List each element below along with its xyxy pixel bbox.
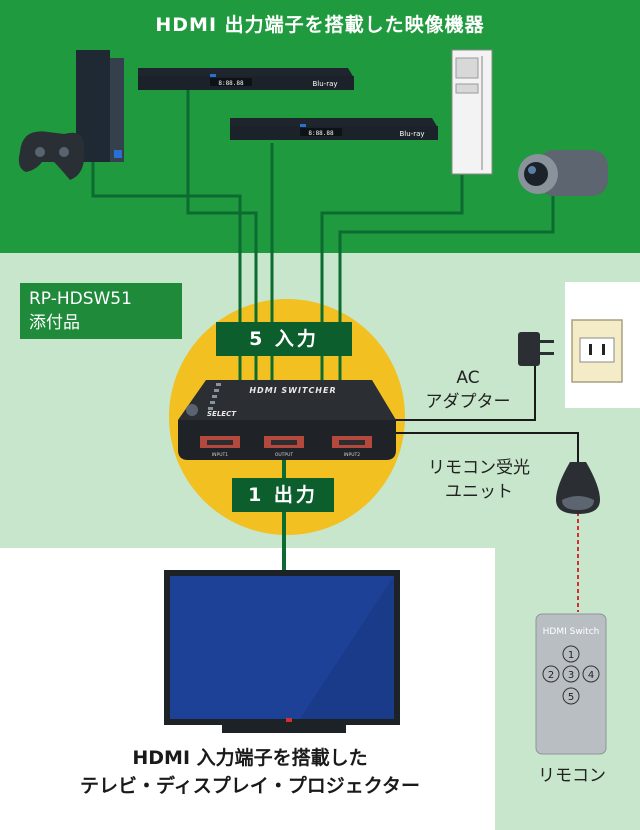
select-button xyxy=(186,404,198,416)
console-button xyxy=(114,150,122,158)
model-tag: RP-HDSW51 添付品 xyxy=(20,283,182,339)
bluray-1-display xyxy=(210,78,252,86)
gamepad-stick-right xyxy=(59,147,69,157)
remote-button-4: 4 xyxy=(588,670,594,681)
hdmi-switcher xyxy=(178,380,396,460)
bluray-2-display xyxy=(300,128,342,136)
gamepad-body xyxy=(18,131,85,180)
remote-body xyxy=(535,613,607,755)
camera-lens-glare xyxy=(528,166,536,174)
ac-adapter-prong-2 xyxy=(540,352,554,355)
receiver-label-line2: ユニット xyxy=(445,482,513,502)
outlet-socket xyxy=(579,337,615,363)
output-port-label: OUTPUT xyxy=(275,452,294,458)
camera-body xyxy=(538,150,608,196)
input-cables xyxy=(91,90,555,383)
remote-receiver-unit xyxy=(556,462,600,514)
tv-display xyxy=(164,570,400,733)
input2-port-label: INPUT2 xyxy=(344,452,360,458)
cable-pc-tower xyxy=(320,175,464,383)
select-label: SELECT xyxy=(207,410,237,418)
ac-adapter-label-line2: アダプター xyxy=(425,392,511,412)
input1-port-hole xyxy=(207,440,233,445)
pc-drive-bay xyxy=(455,57,479,79)
receiver-cable xyxy=(395,432,579,462)
bluray-2-led xyxy=(300,124,306,127)
video-camera xyxy=(518,150,608,196)
tv-stand xyxy=(222,725,346,733)
display-label-line2: テレビ・ディスプレイ・プロジェクター xyxy=(80,775,420,797)
bluray-2-logo: Blu-ray xyxy=(399,130,424,138)
receiver-label: リモコン受光 ユニット xyxy=(404,456,554,504)
wall-outlet xyxy=(571,319,623,383)
tv-power-led xyxy=(286,718,292,722)
cable-bluray-1 xyxy=(186,90,258,383)
outlet-slot-1 xyxy=(589,344,592,355)
ac-adapter-prong-1 xyxy=(540,340,554,343)
input1-port-label: INPUT1 xyxy=(212,452,228,458)
gamepad-stick-left xyxy=(35,147,45,157)
cable-game-console xyxy=(91,160,242,383)
console-side xyxy=(110,58,124,162)
pc-tower xyxy=(451,49,493,175)
camera-lens xyxy=(524,162,548,186)
output-count-label: 1 出力 xyxy=(232,478,334,512)
gamepad xyxy=(18,131,85,180)
model-name: RP-HDSW51 xyxy=(29,289,132,309)
display-label: HDMI 入力端子を搭載した テレビ・ディスプレイ・プロジェクター xyxy=(0,744,500,800)
remote-button-5: 5 xyxy=(568,692,574,703)
switcher-top xyxy=(178,380,396,420)
bluray-1-logo: Blu-ray xyxy=(312,80,337,88)
page-title: HDMI 出力端子を搭載した映像機器 xyxy=(155,14,485,36)
model-note: 添付品 xyxy=(29,313,80,333)
pc-drive-slot xyxy=(455,83,479,94)
bluray-player-2 xyxy=(230,118,438,140)
bluray-1-led xyxy=(210,74,216,77)
bluray-1-display-text: 8:88.88 xyxy=(218,80,244,87)
output-port-hole xyxy=(271,440,297,445)
remote-caption: リモコン xyxy=(538,766,606,786)
remote-button-1: 1 xyxy=(568,650,574,661)
cable-camera xyxy=(338,195,555,383)
remote-title: HDMI Switch xyxy=(543,627,600,637)
ac-adapter xyxy=(518,332,554,366)
switcher-leds xyxy=(208,383,221,410)
remote-button-rings xyxy=(542,645,600,705)
bluray-2-display-text: 8:88.88 xyxy=(308,130,334,137)
outlet-slot-2 xyxy=(602,344,605,355)
switcher-brand-text: HDMI SWITCHER xyxy=(249,386,336,395)
remote-button-3: 3 xyxy=(568,670,574,681)
ac-adapter-cable xyxy=(395,362,536,421)
receiver-window xyxy=(562,496,594,510)
ac-adapter-label-line1: AC xyxy=(456,368,480,388)
remote-button-2: 2 xyxy=(548,670,554,681)
bluray-player-1 xyxy=(138,68,354,90)
remote-control xyxy=(535,613,607,755)
input-count-label: 5 入力 xyxy=(216,322,352,356)
receiver-label-line1: リモコン受光 xyxy=(428,458,530,478)
display-label-line1: HDMI 入力端子を搭載した xyxy=(132,747,368,769)
input2-port-hole xyxy=(339,440,365,445)
ac-adapter-label: AC アダプター xyxy=(408,366,528,414)
tv-screen-sheen xyxy=(170,576,394,719)
ac-adapter-body xyxy=(518,332,540,366)
